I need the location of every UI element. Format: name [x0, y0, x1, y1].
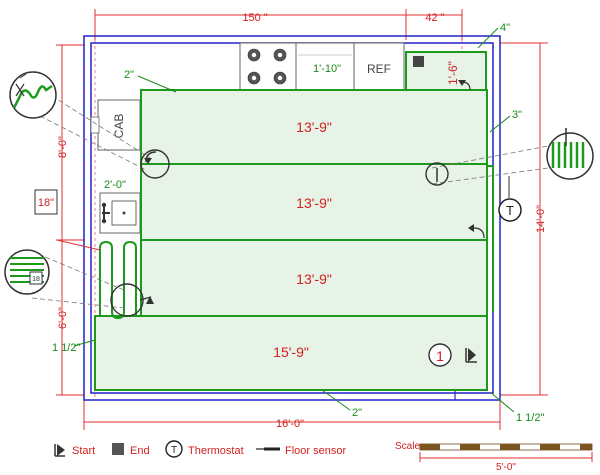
stove [239, 42, 297, 94]
mat-5-length: 1'-6" [446, 61, 460, 85]
side-tag-box [34, 189, 58, 215]
dim-bottom-width: 16'-0" [276, 418, 304, 430]
mat-2-length: 13'-9" [296, 195, 332, 211]
mat-badge-number: 1 [436, 348, 444, 364]
mat-3-length: 13'-9" [296, 271, 332, 287]
mat-1 [140, 89, 488, 165]
mat-1-length: 13'-9" [296, 119, 332, 135]
dim-left-upper: 8'-0" [57, 136, 69, 158]
sink [99, 192, 141, 234]
heating-mats [94, 51, 494, 391]
legend: T [54, 440, 280, 458]
counter-width: 1'-10" [313, 63, 341, 75]
gap-top-right: 4" [500, 22, 510, 34]
refrigerator [353, 42, 405, 94]
gap-left: 1 1/2" [52, 342, 80, 354]
gap-right: 3" [512, 109, 522, 121]
legend-thermostat-label: Thermostat [188, 445, 244, 457]
scale-label: Scale [395, 441, 420, 452]
svg-text:18: 18 [32, 276, 40, 283]
dim-left-lower: 6'-0" [57, 307, 69, 329]
legend-end-label: End [130, 445, 150, 457]
mat-4 [94, 315, 488, 391]
gap-bottom: 2" [352, 407, 362, 419]
start-marker-icon [465, 348, 477, 363]
end-marker-icon [413, 56, 424, 67]
legend-start-label: Start [72, 445, 95, 457]
legend-thermostat-icon [165, 440, 183, 458]
gap-corner: 1 1/2" [516, 412, 544, 424]
dim-top-width: 150 " [242, 12, 267, 24]
dim-top-right: 42 " [425, 12, 444, 24]
dim-right-height: 14'-0" [535, 205, 547, 233]
thermostat-icon [498, 198, 522, 222]
mat-2 [140, 163, 488, 241]
cabinet-label: CAB [112, 114, 126, 139]
legend-sensor-label: Floor sensor [285, 445, 346, 457]
counter [295, 42, 355, 94]
legend-thermostat-symbol: T [171, 445, 177, 456]
thermostat-symbol: T [506, 203, 514, 218]
scale-bar [419, 443, 593, 462]
side-tag-label: 18" [38, 197, 54, 209]
cable-run [99, 240, 137, 320]
mat-4-length: 15'-9" [273, 344, 309, 360]
outer-wall [83, 35, 501, 401]
legend-start-icon [54, 444, 65, 457]
refrigerator-label: REF [367, 62, 391, 76]
legend-end-icon [112, 443, 124, 455]
gap-top: 2" [124, 69, 134, 81]
mat-badge [428, 343, 452, 367]
detail-callouts: 18 [4, 71, 594, 317]
scale-value: 5'-0" [496, 462, 516, 473]
cabinet-offset: 2'-0" [104, 179, 126, 191]
